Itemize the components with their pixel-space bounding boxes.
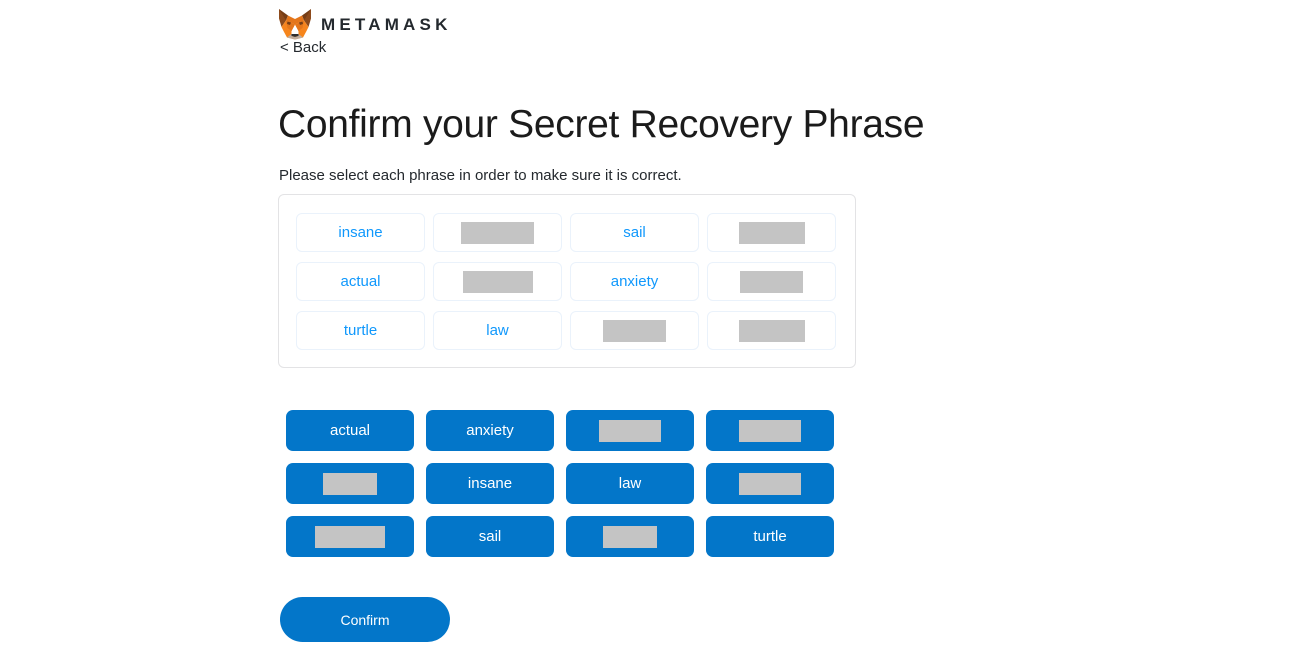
redaction-bar [738, 221, 805, 244]
phrase-cell[interactable]: insane [296, 213, 425, 252]
redaction-bar [739, 419, 801, 442]
word-choice-button[interactable]: sail [426, 516, 554, 557]
word-choice-label: law [618, 475, 642, 492]
redaction-bar [738, 319, 805, 342]
word-choice-button[interactable]: law [566, 463, 694, 504]
redaction-bar [739, 472, 801, 495]
back-link[interactable]: < Back [280, 39, 327, 56]
phrase-cell[interactable]: sail [570, 213, 699, 252]
word-choice-label: anxiety [466, 422, 514, 439]
word-choice-button[interactable] [286, 463, 414, 504]
word-choice-button[interactable] [566, 410, 694, 451]
word-choice-label: actual [329, 422, 371, 439]
confirm-button[interactable]: Confirm [280, 597, 450, 642]
word-choice-grid: actual anxiety insane law sail turtle [286, 410, 834, 557]
word-choice-button[interactable]: turtle [706, 516, 834, 557]
phrase-answer-grid: insane sail actual anxiety turtle law [296, 213, 836, 350]
redaction-bar [599, 419, 661, 442]
metamask-fox-icon [279, 9, 311, 40]
phrase-cell[interactable] [433, 262, 562, 301]
word-choice-button[interactable] [706, 410, 834, 451]
word-choice-button[interactable]: actual [286, 410, 414, 451]
phrase-cell[interactable]: law [433, 311, 562, 350]
phrase-cell[interactable]: anxiety [570, 262, 699, 301]
phrase-cell[interactable] [707, 213, 836, 252]
phrase-cell[interactable] [707, 262, 836, 301]
phrase-cell-label: law [486, 322, 509, 339]
word-choice-button[interactable]: insane [426, 463, 554, 504]
metamask-wordmark: METAMASK [321, 14, 452, 34]
redaction-bar [315, 525, 385, 548]
redaction-bar [603, 525, 657, 548]
word-choice-label: turtle [753, 528, 787, 545]
phrase-cell[interactable] [707, 311, 836, 350]
redaction-bar [323, 472, 377, 495]
redaction-bar [461, 221, 534, 244]
redaction-bar [740, 270, 803, 293]
phrase-cell-label: anxiety [610, 273, 659, 290]
phrase-cell-label: insane [338, 224, 383, 241]
phrase-cell[interactable]: turtle [296, 311, 425, 350]
phrase-cell[interactable]: actual [296, 262, 425, 301]
word-choice-button[interactable] [566, 516, 694, 557]
phrase-cell[interactable] [570, 311, 699, 350]
page-subtitle: Please select each phrase in order to ma… [279, 167, 682, 184]
phrase-answer-box: insane sail actual anxiety turtle law [278, 194, 856, 368]
phrase-cell-label: actual [340, 273, 381, 290]
word-choice-label: sail [478, 528, 502, 545]
metamask-brand: METAMASK [278, 8, 452, 40]
word-choice-label: insane [467, 475, 513, 492]
phrase-cell-label: sail [623, 224, 646, 241]
word-choice-button[interactable] [286, 516, 414, 557]
word-choice-button[interactable]: anxiety [426, 410, 554, 451]
page-title: Confirm your Secret Recovery Phrase [278, 103, 925, 147]
redaction-bar [462, 270, 533, 293]
phrase-cell-label: turtle [343, 322, 378, 339]
phrase-cell[interactable] [433, 213, 562, 252]
word-choice-button[interactable] [706, 463, 834, 504]
redaction-bar [603, 319, 666, 342]
